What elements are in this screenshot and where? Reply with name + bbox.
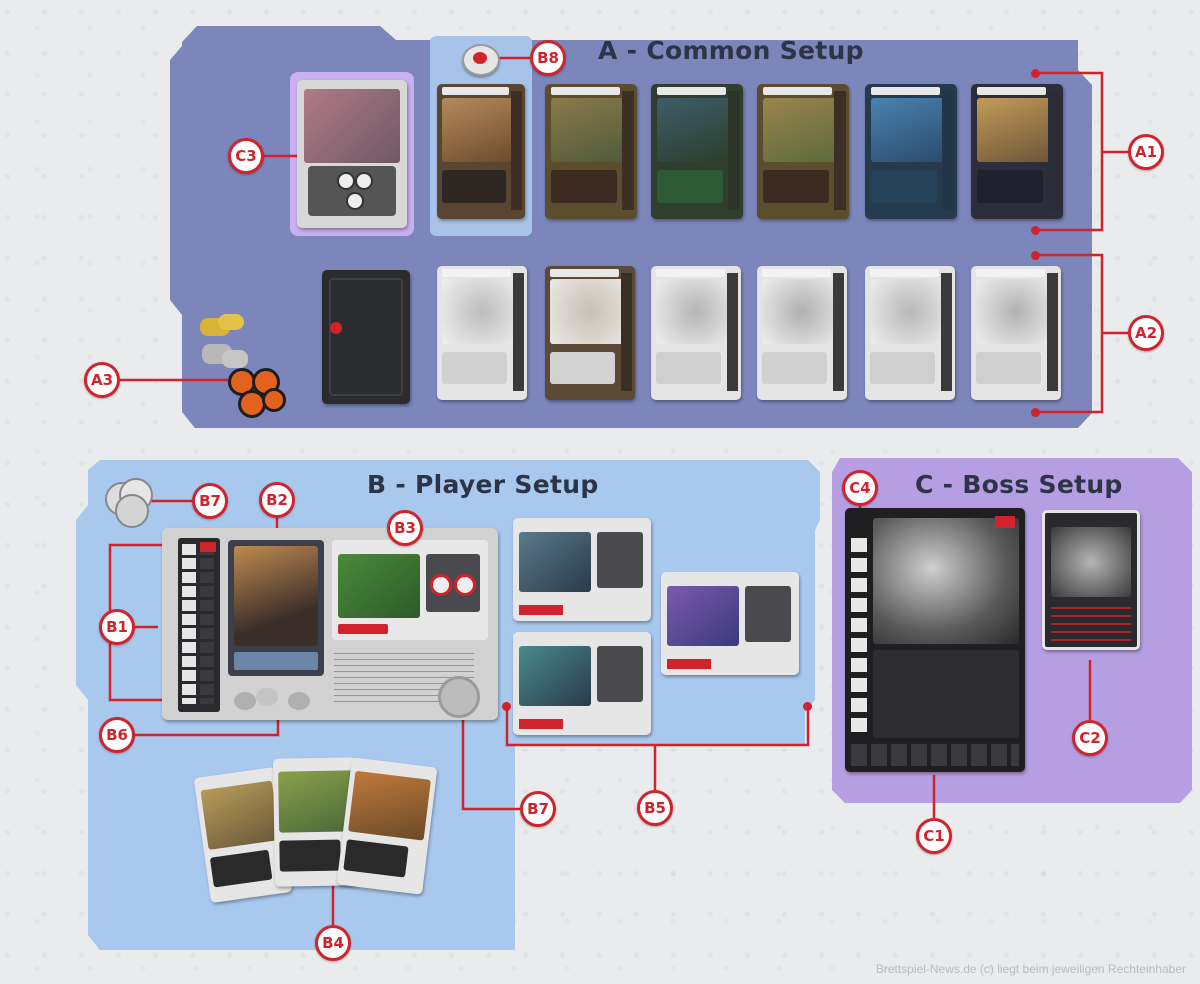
market-card-5 (865, 84, 957, 219)
market-card-4 (757, 84, 849, 219)
equipment-card-3 (651, 266, 741, 400)
label-a3: A3 (84, 362, 120, 398)
boss-board (845, 508, 1025, 772)
connector-dot (1031, 69, 1040, 78)
label-c1: C1 (916, 818, 952, 854)
watermark: Brettspiel-News.de (c) liegt beim jeweil… (875, 962, 1186, 976)
label-b8: B8 (530, 40, 566, 76)
player-board (162, 528, 498, 720)
connector-dot (1031, 251, 1040, 260)
boss-setup-title: C - Boss Setup (915, 470, 1123, 499)
label-a2: A2 (1128, 315, 1164, 351)
equipment-card-6 (971, 266, 1061, 400)
label-c4: C4 (842, 470, 878, 506)
equipment-card-1 (437, 266, 527, 400)
label-b7-bottom: B7 (520, 791, 556, 827)
connector-dot (803, 702, 812, 711)
common-setup-title: A - Common Setup (598, 36, 864, 65)
label-b2: B2 (259, 482, 295, 518)
boss-card (1042, 510, 1140, 650)
label-b7-top: B7 (192, 483, 228, 519)
board-tokens (234, 688, 324, 714)
market-card-1 (437, 84, 525, 219)
health-track (178, 538, 220, 712)
character-card (228, 540, 324, 676)
resource-tokens (192, 310, 292, 420)
equipment-deck (322, 270, 410, 404)
label-c2: C2 (1072, 720, 1108, 756)
first-player-token (462, 44, 500, 76)
hand-card-3 (336, 757, 438, 895)
connector-dot (1031, 408, 1040, 417)
player-tokens-stack (105, 478, 155, 528)
starting-action-card (332, 540, 488, 640)
equipment-card-2 (545, 266, 635, 400)
label-c3: C3 (228, 138, 264, 174)
connector-dot (1031, 226, 1040, 235)
label-a1: A1 (1128, 134, 1164, 170)
token-slot (438, 676, 480, 718)
market-card-2 (545, 84, 637, 219)
label-b5: B5 (637, 790, 673, 826)
skill-card-1 (513, 518, 651, 621)
connector-dot (502, 702, 511, 711)
market-card-3 (651, 84, 743, 219)
skill-card-3 (661, 572, 799, 675)
equipment-card-5 (865, 266, 955, 400)
equipment-card-4 (757, 266, 847, 400)
label-b3: B3 (387, 510, 423, 546)
label-b6: B6 (99, 717, 135, 753)
label-b1: B1 (99, 609, 135, 645)
skill-card-2 (513, 632, 651, 735)
boss-deck (297, 80, 407, 228)
player-setup-title: B - Player Setup (367, 470, 599, 499)
label-b4: B4 (315, 925, 351, 961)
market-card-6 (971, 84, 1063, 219)
